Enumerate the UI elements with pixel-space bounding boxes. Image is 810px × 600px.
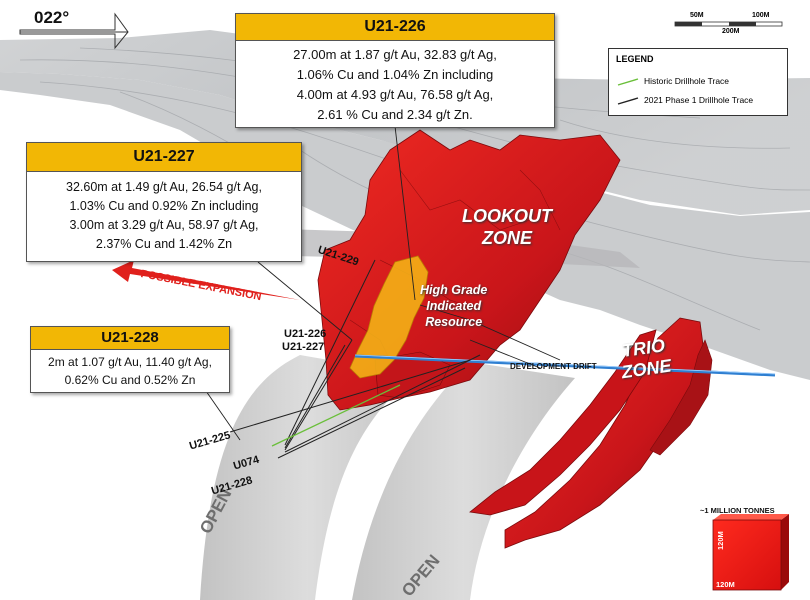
- callout-u21-226: U21-226 27.00m at 1.87 g/t Au, 32.83 g/t…: [235, 13, 555, 128]
- trio-zone-label: TRIO ZONE: [617, 335, 672, 384]
- callout-u21-226-line-3: 4.00m at 4.93 g/t Au, 76.58 g/t Ag,: [296, 87, 494, 102]
- legend-title: LEGEND: [616, 54, 654, 64]
- callout-u21-227: U21-227 32.60m at 1.49 g/t Au, 26.54 g/t…: [26, 142, 302, 262]
- high-grade-line-3: Resource: [425, 315, 483, 329]
- leader-lines: [205, 125, 561, 441]
- callout-u21-226-body: 27.00m at 1.87 g/t Au, 32.83 g/t Ag, 1.0…: [236, 41, 554, 125]
- scale-tick-200m: 200M: [722, 28, 740, 35]
- historic-trace-symbol: [617, 78, 639, 86]
- legend-label-historic: Historic Drillhole Trace: [644, 76, 730, 86]
- callout-u21-227-body: 32.60m at 1.49 g/t Au, 26.54 g/t Ag, 1.0…: [27, 172, 301, 254]
- callout-u21-228-line-1: 2m at 1.07 g/t Au, 11.40 g/t Ag,: [48, 355, 212, 369]
- legend: LEGEND Historic Drillhole Trace 2021 Pha…: [608, 48, 788, 116]
- callout-u21-227-line-2: 1.03% Cu and 0.92% Zn including: [69, 199, 259, 213]
- callout-u21-226-title: U21-226: [236, 14, 554, 41]
- callout-u21-228-title: U21-228: [31, 327, 229, 350]
- callout-u21-228-body: 2m at 1.07 g/t Au, 11.40 g/t Ag, 0.62% C…: [31, 350, 229, 389]
- orientation-arrow: [19, 12, 129, 50]
- tonnage-side-label: 120M: [716, 531, 725, 550]
- callout-u21-228: U21-228 2m at 1.07 g/t Au, 11.40 g/t Ag,…: [30, 326, 230, 393]
- callout-u21-227-line-3: 3.00m at 3.29 g/t Au, 58.97 g/t Ag,: [69, 218, 259, 232]
- lookout-zone-line-1: LOOKOUT: [462, 206, 552, 226]
- callout-u21-226-line-2: 1.06% Cu and 1.04% Zn including: [296, 67, 494, 82]
- high-grade-zone: [349, 255, 429, 379]
- legend-item-historic: Historic Drillhole Trace: [616, 76, 729, 87]
- phase1-trace-symbol: [617, 97, 639, 105]
- development-drift: [354, 354, 776, 377]
- callout-u21-227-line-1: 32.60m at 1.49 g/t Au, 26.54 g/t Ag,: [66, 180, 262, 194]
- development-drift-label: DEVELOPMENT DRIFT: [510, 362, 597, 371]
- callout-u21-228-line-2: 0.62% Cu and 0.52% Zn: [64, 373, 196, 387]
- historic-drillhole-u074: [271, 384, 401, 447]
- open-corridor-left: [200, 355, 415, 600]
- lookout-zone-label: LOOKOUT ZONE: [462, 205, 552, 249]
- callout-u21-227-title: U21-227: [27, 143, 301, 172]
- possible-expansion-arrow: [112, 260, 300, 300]
- callout-u21-226-line-4: 2.61 % Cu and 2.34 g/t Zn.: [317, 107, 473, 122]
- high-grade-line-2: Indicated: [426, 299, 482, 313]
- scale-tick-50m: 50M: [690, 12, 704, 19]
- high-grade-label: High Grade Indicated Resource: [420, 282, 487, 330]
- lookout-zone-line-2: ZONE: [481, 228, 532, 248]
- drillhole-label-u21-227: U21-227: [282, 341, 325, 353]
- scale-bar: [674, 21, 783, 27]
- tonnage-box: [712, 519, 782, 591]
- trio-orebody-branch: [469, 329, 657, 516]
- high-grade-line-1: High Grade: [420, 283, 488, 297]
- callout-u21-226-line-1: 27.00m at 1.87 g/t Au, 32.83 g/t Ag,: [293, 47, 497, 62]
- legend-item-2021: 2021 Phase 1 Drillhole Trace: [616, 95, 753, 106]
- callout-u21-227-line-4: 2.37% Cu and 1.42% Zn: [95, 237, 233, 251]
- tonnage-bottom-label: 120M: [716, 580, 735, 589]
- tonnage-title: ~1 MILLION TONNES: [700, 506, 775, 515]
- tonnage-box-side: [781, 514, 789, 590]
- open-corridor-right: [352, 362, 575, 600]
- orientation-label: 022°: [34, 8, 70, 27]
- drillhole-traces: [229, 259, 481, 459]
- drillhole-label-u21-226: U21-226: [284, 328, 327, 340]
- scale-tick-100m: 100M: [752, 12, 770, 19]
- legend-label-2021: 2021 Phase 1 Drillhole Trace: [644, 95, 754, 105]
